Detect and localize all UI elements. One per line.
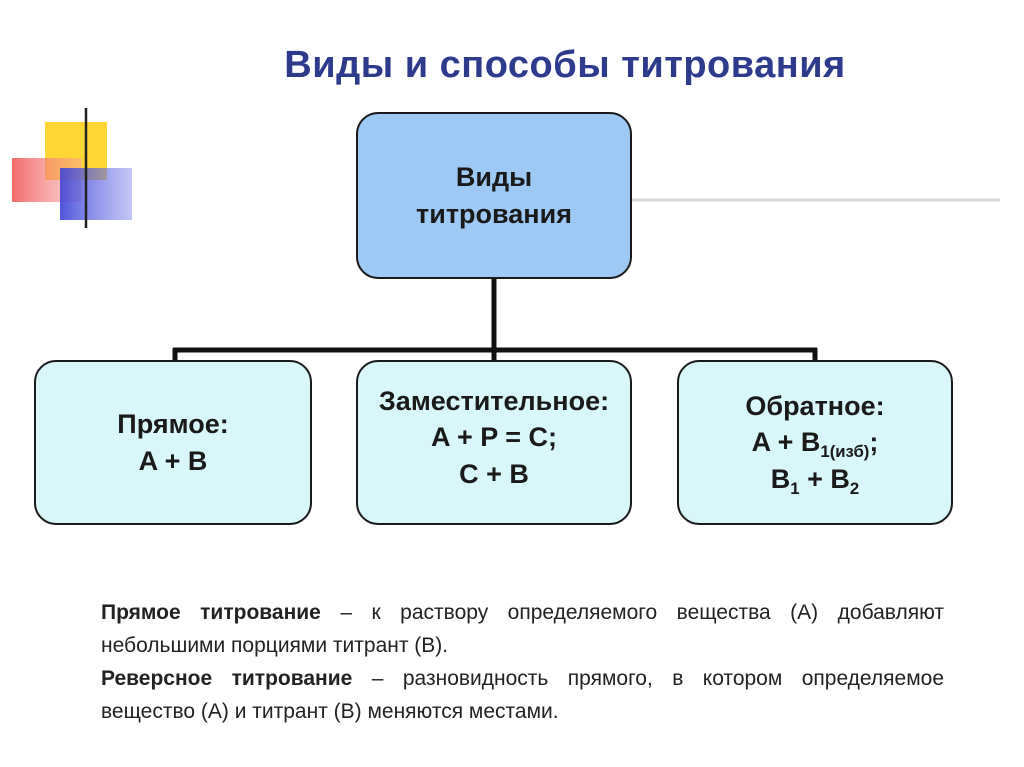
back-formula-1-main: A + B — [751, 427, 821, 458]
definition-reverse-text: – разновидность прямого, в котором опред… — [101, 667, 944, 723]
box-direct-titration: Прямое: A + B — [34, 360, 312, 525]
direct-formula: A + B — [138, 445, 208, 476]
definitions-text: Прямое титрование – к раствору определяе… — [101, 596, 944, 728]
box-substitution-titration: Заместительное: A + P = C; C + B — [356, 360, 632, 525]
definition-direct-text: – к раствору определяемого вещества (А) … — [101, 601, 945, 657]
back-formula-1-end: ; — [869, 427, 879, 458]
direct-title: Прямое: — [117, 409, 229, 440]
definition-reverse-term: Реверсное титрование — [101, 667, 353, 690]
back-formula-1: A + B1(изб); — [752, 424, 879, 460]
substitution-title: Заместительное: — [378, 385, 610, 416]
back-formula-2-b-sub: 2 — [849, 478, 860, 498]
root-label-line2: титрования — [416, 198, 572, 229]
back-formula-2-a-sub: 1 — [790, 478, 800, 498]
definition-reverse: Реверсное титрование – разновидность пря… — [101, 662, 944, 728]
back-formula-2-op: + B — [799, 463, 850, 494]
definition-direct-term: Прямое титрование — [101, 601, 321, 624]
root-label-line1: Виды — [455, 162, 533, 193]
page-title: Виды и способы титрования — [284, 44, 846, 86]
root-box-titration-types: Виды титрования — [356, 112, 632, 279]
back-title: Обратное: — [745, 390, 885, 421]
box-back-titration: Обратное: A + B1(изб); B1 + B2 — [677, 360, 953, 525]
substitution-formula-2: C + B — [459, 458, 529, 489]
back-formula-2: B1 + B2 — [771, 461, 859, 497]
back-formula-1-sub: 1(изб) — [820, 442, 870, 462]
substitution-formula-1: A + P = C; — [430, 422, 558, 453]
definition-direct: Прямое титрование – к раствору определяе… — [101, 596, 944, 662]
back-formula-2-a: B — [770, 463, 791, 494]
